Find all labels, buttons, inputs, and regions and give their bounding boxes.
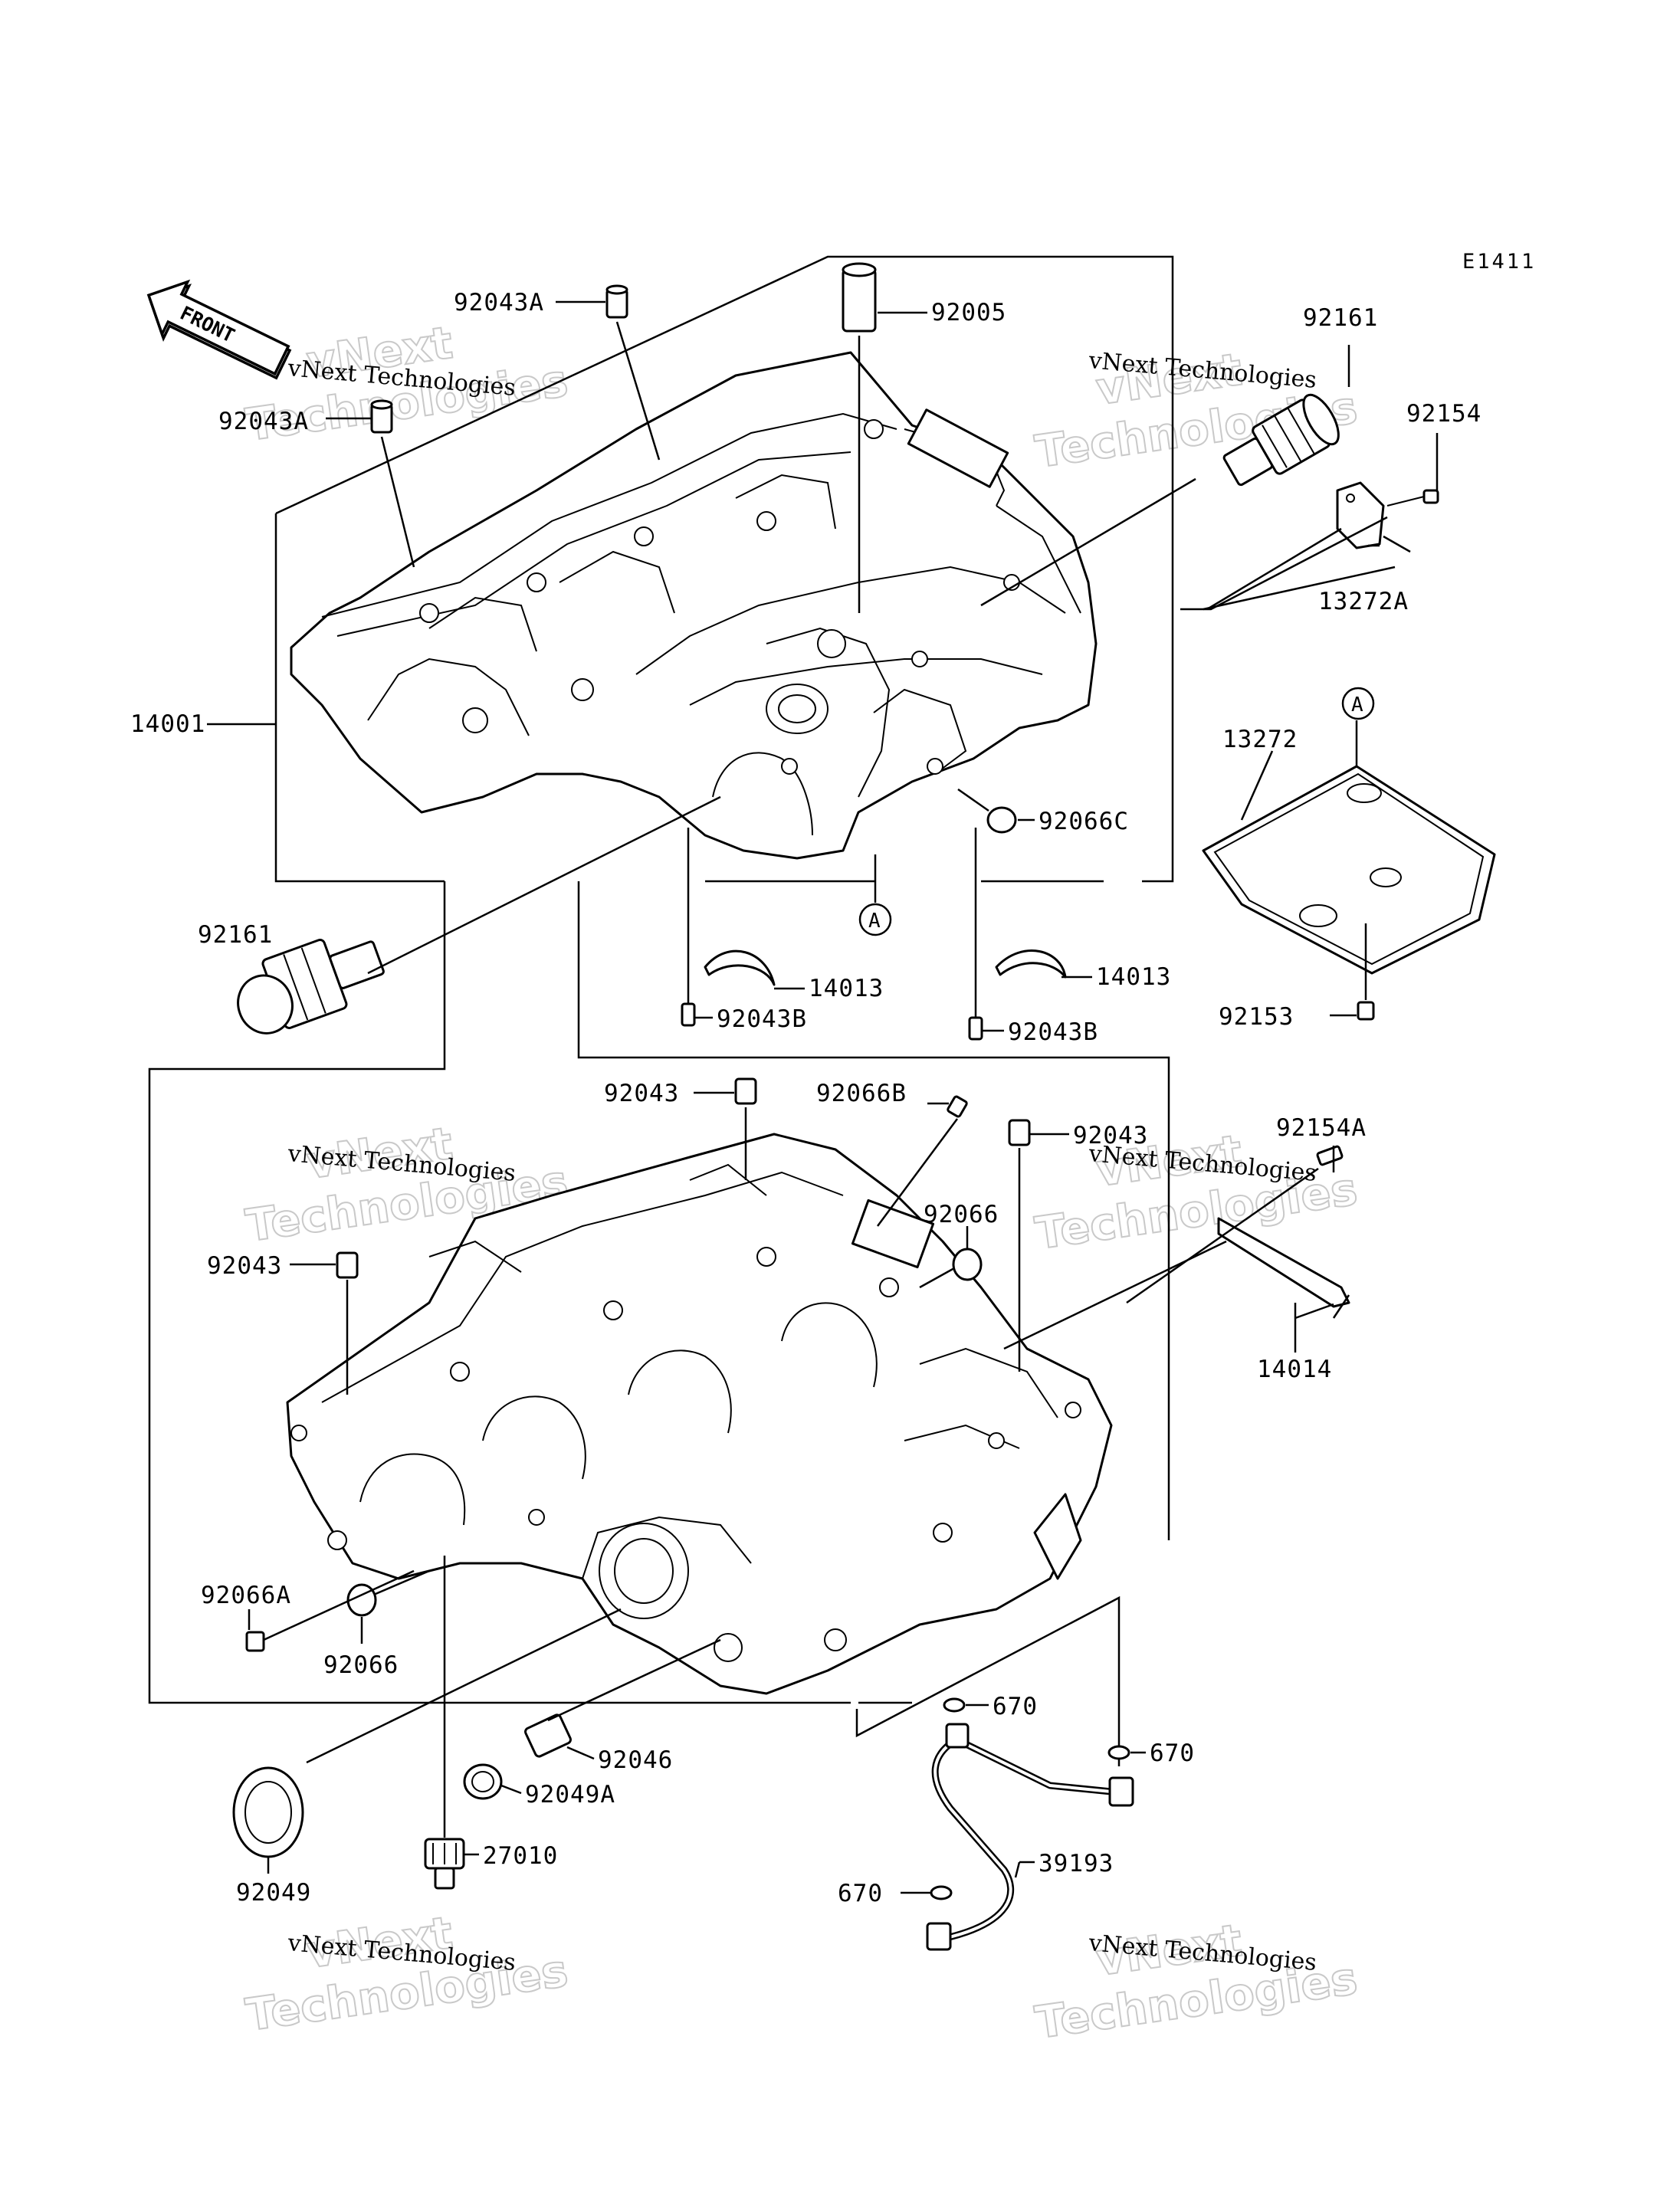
- pin-92043B-left: [681, 1002, 696, 1027]
- svg-text:A: A: [1351, 694, 1363, 716]
- reference-mark-a-lower: A: [858, 903, 892, 936]
- part-label-92153: 92153: [1219, 1003, 1294, 1031]
- front-direction-arrow-icon: FRONT: [146, 279, 292, 380]
- lower-crankcase: [286, 1133, 1113, 1695]
- bearing-shell-14013-left: [704, 949, 776, 986]
- plate-13272A: [1336, 481, 1385, 549]
- plug-92066B: [947, 1095, 968, 1118]
- part-label-92154: 92154: [1406, 400, 1481, 428]
- part-label-92154A: 92154A: [1276, 1114, 1367, 1142]
- pin-92043B-right: [968, 1016, 983, 1041]
- frame-lines: [148, 255, 1174, 1766]
- upper-crankcase-14001: [290, 351, 1098, 860]
- part-label-92043-right: 92043: [1073, 1122, 1148, 1149]
- part-label-14013-right: 14013: [1096, 963, 1171, 991]
- part-label-92005: 92005: [931, 299, 1006, 326]
- o-ring-670-right: [1107, 1745, 1130, 1760]
- bushing-92161-right: [1222, 393, 1340, 487]
- plug-92066-right: [952, 1248, 983, 1281]
- plug-92066C: [986, 806, 1017, 834]
- diagram-code: E1411: [1462, 250, 1536, 274]
- bolt-92154A: [1316, 1145, 1344, 1166]
- part-label-14014: 14014: [1257, 1356, 1332, 1383]
- gasket-cover-13272: [1202, 765, 1496, 975]
- part-label-92043B-left: 92043B: [717, 1005, 807, 1033]
- part-label-14013-left: 14013: [809, 975, 884, 1002]
- dowel-pin-92043-left: [336, 1251, 359, 1279]
- part-label-92066-left: 92066: [323, 1651, 399, 1679]
- part-label-13272A: 13272A: [1318, 588, 1409, 615]
- part-label-670-right: 670: [1150, 1740, 1195, 1767]
- reference-mark-a-upper: A: [1341, 687, 1375, 720]
- part-label-92043-upper: 92043: [604, 1080, 679, 1107]
- sleeve-92005: [842, 268, 877, 333]
- bolt-92154: [1386, 489, 1439, 507]
- part-label-670-top: 670: [993, 1693, 1038, 1720]
- part-label-92066C: 92066C: [1039, 808, 1129, 835]
- bearing-92046: [524, 1713, 572, 1758]
- part-labels: 92043A 92043A 92005 92161 92154 13272A 1…: [130, 289, 1481, 1907]
- o-ring-670-top: [943, 1697, 966, 1713]
- part-label-92043A-top: 92043A: [454, 289, 544, 316]
- part-label-92049A: 92049A: [525, 1781, 615, 1808]
- dowel-pin-92043-right: [1008, 1119, 1031, 1146]
- part-label-92043A-left: 92043A: [218, 408, 309, 435]
- svg-text:A: A: [868, 910, 881, 933]
- dowel-pin-92043-upper: [734, 1077, 757, 1105]
- plate-14014: [1217, 1217, 1350, 1308]
- part-label-92066-right: 92066: [924, 1201, 999, 1228]
- bearing-shell-14013-right: [995, 949, 1067, 979]
- part-label-39193: 39193: [1039, 1850, 1114, 1877]
- oil-pipe-39193: [926, 1723, 1134, 1951]
- bolt-92153: [1357, 1001, 1375, 1021]
- part-label-92066A: 92066A: [201, 1582, 291, 1609]
- part-label-92161-left: 92161: [198, 921, 273, 949]
- part-label-92043-left: 92043: [207, 1252, 282, 1280]
- part-label-92043B-right: 92043B: [1008, 1018, 1098, 1046]
- leader-lines: [207, 300, 1439, 1894]
- seal-92049A: [463, 1763, 503, 1800]
- part-label-14001: 14001: [130, 710, 205, 738]
- part-label-92066B: 92066B: [816, 1080, 907, 1107]
- part-label-92049: 92049: [236, 1879, 311, 1907]
- part-label-670-left: 670: [838, 1880, 883, 1907]
- part-label-27010: 27010: [483, 1842, 558, 1870]
- bushing-92161-left: [237, 938, 385, 1035]
- switch-27010: [424, 1838, 465, 1890]
- o-ring-670-left: [930, 1885, 953, 1900]
- part-label-13272: 13272: [1222, 726, 1298, 753]
- part-label-92046: 92046: [598, 1746, 673, 1774]
- part-label-92161-right: 92161: [1303, 304, 1378, 332]
- plug-92066A: [245, 1631, 265, 1652]
- oil-seal-92049: [232, 1766, 304, 1858]
